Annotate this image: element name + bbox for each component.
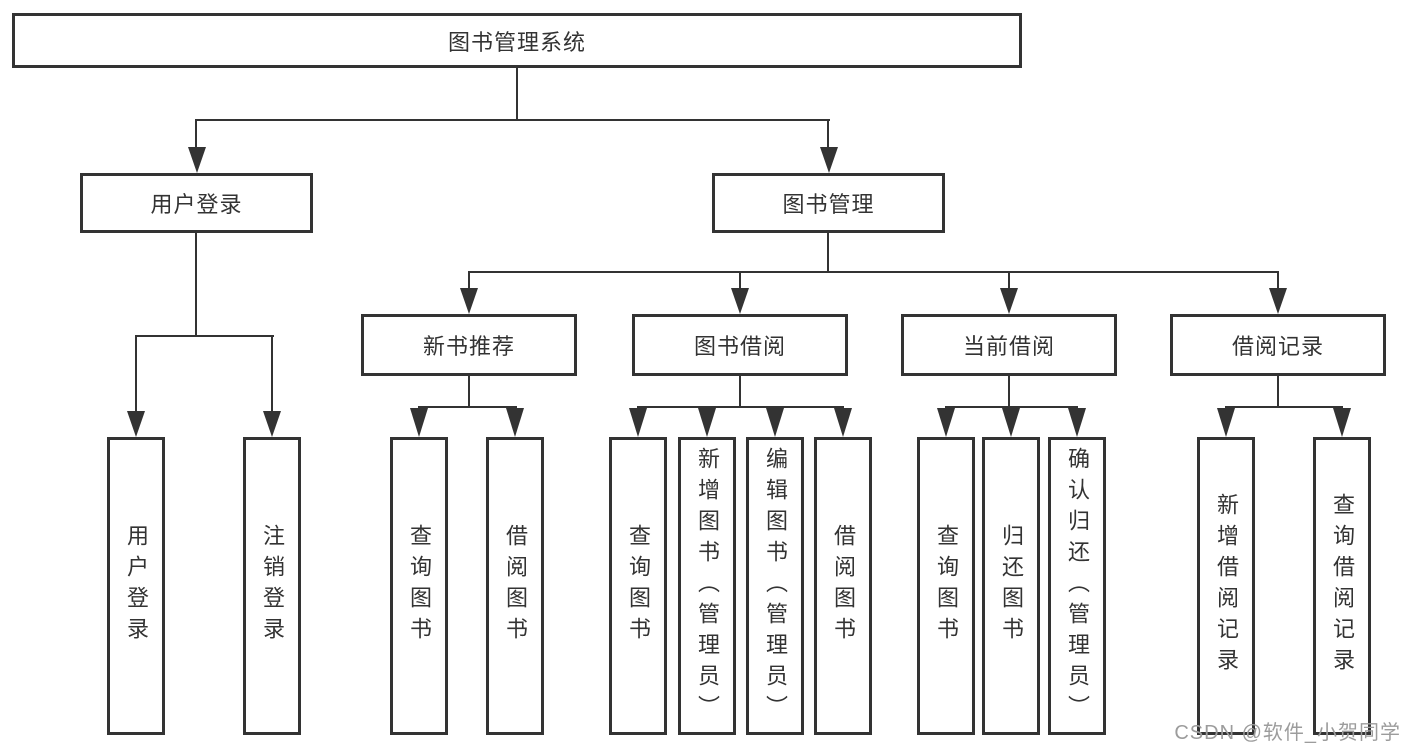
connector-drop — [271, 335, 273, 413]
node-user-login-label: 用户登录 — [150, 192, 243, 217]
leaf-logout-label: 注销登录 — [260, 524, 285, 648]
connector-drop — [1277, 271, 1279, 290]
leaf-add-books-admin-label: 新增图书（管理员） — [695, 446, 720, 726]
leaf-borrow-books-label: 借阅图书 — [831, 524, 856, 648]
connector-bar — [418, 406, 517, 408]
leaf-recommend-borrow-books-label: 借阅图书 — [503, 524, 528, 648]
connector-stem — [468, 376, 470, 408]
leaf-current-query-books: 查询图书 — [917, 437, 975, 735]
node-current-borrow: 当前借阅 — [901, 314, 1117, 376]
arrowhead — [410, 408, 428, 437]
node-library-system: 图书管理系统 — [12, 13, 1022, 68]
csdn-watermark: CSDN @软件_小贺同学 — [1174, 722, 1401, 744]
arrowhead — [766, 408, 784, 437]
node-borrow-records-label: 借阅记录 — [1231, 334, 1324, 359]
connector-drop-mgmt — [827, 119, 829, 151]
connector-stem — [1008, 376, 1010, 408]
leaf-confirm-return-admin: 确认归还（管理员） — [1048, 437, 1106, 735]
arrowhead — [188, 147, 206, 173]
arrowhead — [937, 408, 955, 437]
leaf-current-query-books-label: 查询图书 — [934, 524, 959, 648]
leaf-borrow-query-books: 查询图书 — [609, 437, 667, 735]
connector-bar — [945, 406, 1078, 408]
node-library-system-label: 图书管理系统 — [447, 29, 586, 55]
arrowhead — [1068, 408, 1086, 437]
node-book-management: 图书管理 — [712, 173, 945, 233]
arrowhead — [506, 408, 524, 437]
leaf-recommend-borrow-books: 借阅图书 — [486, 437, 544, 735]
arrowhead — [629, 408, 647, 437]
leaf-edit-books-admin-label: 编辑图书（管理员） — [763, 446, 788, 726]
connector-stem — [1277, 376, 1279, 408]
leaf-query-borrow-record: 查询借阅记录 — [1313, 437, 1371, 735]
arrowhead — [1269, 288, 1287, 314]
node-book-management-label: 图书管理 — [782, 192, 875, 217]
arrowhead — [263, 411, 281, 437]
connector-mgmt-stem — [827, 233, 829, 273]
leaf-query-borrow-record-label: 查询借阅记录 — [1330, 493, 1355, 679]
leaf-user-login: 用户登录 — [107, 437, 165, 735]
leaf-add-books-admin: 新增图书（管理员） — [678, 437, 736, 735]
arrowhead — [1217, 408, 1235, 437]
connector-stem — [739, 376, 741, 408]
arrowhead — [731, 288, 749, 314]
node-borrow-records: 借阅记录 — [1170, 314, 1386, 376]
connector-root-bar — [196, 119, 830, 121]
connector-mgmt-bar — [468, 271, 1279, 273]
leaf-edit-books-admin: 编辑图书（管理员） — [746, 437, 804, 735]
arrowhead — [834, 408, 852, 437]
connector-drop — [135, 335, 137, 413]
connector-drop — [1008, 271, 1010, 290]
leaf-borrow-query-books-label: 查询图书 — [626, 524, 651, 648]
connector-user-stem — [195, 233, 197, 337]
connector-bar — [1225, 406, 1343, 408]
node-current-borrow-label: 当前借阅 — [962, 334, 1055, 359]
leaf-logout: 注销登录 — [243, 437, 301, 735]
node-new-book-recommend: 新书推荐 — [361, 314, 577, 376]
arrowhead — [1000, 288, 1018, 314]
leaf-recommend-query-books: 查询图书 — [390, 437, 448, 735]
leaf-borrow-books: 借阅图书 — [814, 437, 872, 735]
leaf-recommend-query-books-label: 查询图书 — [407, 524, 432, 648]
arrowhead — [127, 411, 145, 437]
connector-drop-user — [195, 119, 197, 151]
connector-drop — [739, 271, 741, 290]
arrowhead — [820, 147, 838, 173]
leaf-add-borrow-record-label: 新增借阅记录 — [1214, 493, 1239, 679]
node-user-login: 用户登录 — [80, 173, 313, 233]
connector-user-bar — [135, 335, 274, 337]
node-book-borrow: 图书借阅 — [632, 314, 848, 376]
connector-root-stem — [516, 68, 518, 121]
connector-drop — [468, 271, 470, 290]
node-new-book-recommend-label: 新书推荐 — [422, 334, 515, 359]
arrowhead — [1002, 408, 1020, 437]
leaf-return-books: 归还图书 — [982, 437, 1040, 735]
leaf-add-borrow-record: 新增借阅记录 — [1197, 437, 1255, 735]
leaf-confirm-return-admin-label: 确认归还（管理员） — [1065, 446, 1090, 726]
arrowhead — [1333, 408, 1351, 437]
node-book-borrow-label: 图书借阅 — [693, 334, 786, 359]
connector-bar — [637, 406, 844, 408]
arrowhead — [460, 288, 478, 314]
arrowhead — [698, 408, 716, 437]
leaf-return-books-label: 归还图书 — [999, 524, 1024, 648]
leaf-user-login-label: 用户登录 — [124, 524, 149, 648]
